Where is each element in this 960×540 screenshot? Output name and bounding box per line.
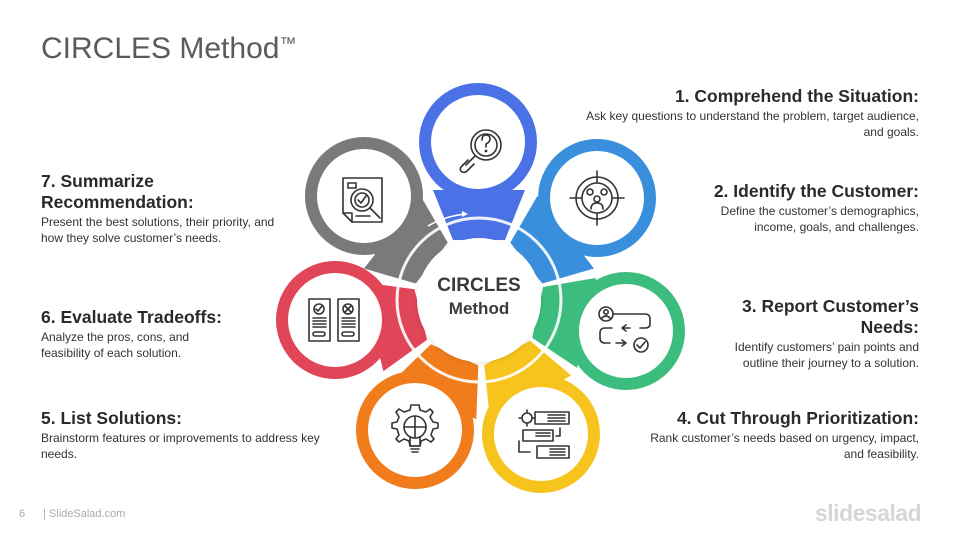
target-audience-icon bbox=[569, 170, 625, 226]
step-6: 6. Evaluate Tradeoffs: Analyze the pros,… bbox=[41, 307, 231, 361]
step-7: 7. Summarize Recommendation: Present the… bbox=[41, 171, 286, 246]
petal-step-7 bbox=[305, 137, 423, 255]
petal-step-2 bbox=[538, 139, 656, 257]
step-2-title: 2. Identify the Customer: bbox=[713, 181, 919, 201]
slide-title-text: CIRCLES Method bbox=[41, 32, 280, 65]
customer-journey-icon bbox=[598, 306, 651, 353]
document-review-icon bbox=[342, 177, 383, 223]
step-4: 4. Cut Through Prioritization: Rank cust… bbox=[649, 408, 919, 462]
slide-title: CIRCLES Method™ bbox=[41, 32, 296, 66]
gear-bulb-puzzle-icon bbox=[391, 404, 439, 453]
step-7-description: Present the best solutions, their priori… bbox=[41, 215, 275, 245]
step-2: 2. Identify the Customer: Define the cus… bbox=[679, 181, 919, 235]
footer-site: | SlideSalad.com bbox=[43, 508, 126, 520]
step-2-description: Define the customer’s demographics, inco… bbox=[720, 204, 919, 234]
step-1-description: Ask key questions to understand the prob… bbox=[586, 109, 919, 139]
step-3: 3. Report Customer’s Needs: Identify cus… bbox=[699, 296, 919, 371]
step-3-description: Identify customers’ pain points and outl… bbox=[734, 340, 919, 370]
center-label-line1: CIRCLES bbox=[437, 275, 521, 296]
step-1: 1. Comprehend the Situation: Ask key que… bbox=[579, 86, 919, 140]
step-7-title: 7. Summarize Recommendation: bbox=[41, 171, 194, 212]
magnifier-question-icon bbox=[459, 129, 502, 174]
center-label-line2: Method bbox=[448, 299, 510, 318]
step-5-title: 5. List Solutions: bbox=[41, 408, 182, 428]
brand-logo: slidesalad bbox=[815, 500, 922, 526]
petal-step-4 bbox=[482, 375, 600, 493]
step-6-title: 6. Evaluate Tradeoffs: bbox=[41, 307, 222, 327]
petal-step-6 bbox=[276, 261, 394, 379]
petal-step-1 bbox=[419, 83, 537, 201]
trademark-mark: ™ bbox=[279, 34, 297, 53]
step-4-description: Rank customer’s needs based on urgency, … bbox=[650, 431, 919, 461]
step-3-title: 3. Report Customer’s Needs: bbox=[742, 296, 919, 337]
step-5: 5. List Solutions: Brainstorm features o… bbox=[41, 408, 341, 462]
step-4-title: 4. Cut Through Prioritization: bbox=[676, 408, 919, 428]
center-label: CIRCLES Method bbox=[419, 274, 539, 320]
step-1-title: 1. Comprehend the Situation: bbox=[674, 86, 919, 106]
step-6-description: Analyze the pros, cons, and feasibility … bbox=[41, 330, 190, 360]
pros-cons-icon bbox=[308, 298, 360, 342]
center-hub bbox=[395, 216, 563, 384]
ranked-list-icon bbox=[518, 409, 570, 459]
page-number: 6 bbox=[19, 508, 26, 520]
step-5-description: Brainstorm features or improvements to a… bbox=[41, 431, 320, 461]
